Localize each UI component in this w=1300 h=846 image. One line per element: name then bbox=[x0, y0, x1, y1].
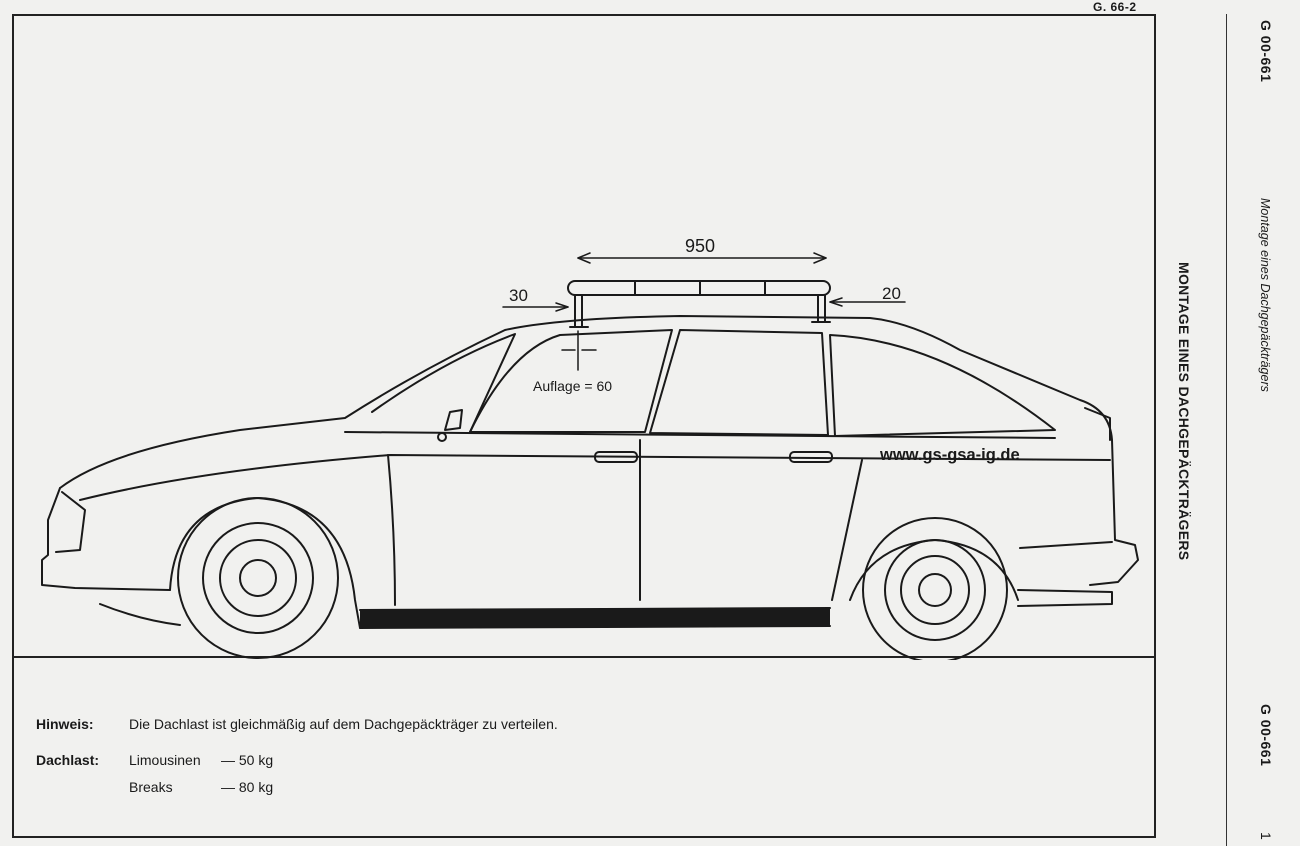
drawing-frame bbox=[12, 14, 1156, 838]
dimension-30-label: 30 bbox=[509, 286, 528, 305]
roof-rack bbox=[567, 280, 831, 328]
load-row-name: Breaks bbox=[129, 779, 173, 795]
dachlast-label: Dachlast: bbox=[36, 752, 100, 768]
car-side-view-drawing bbox=[41, 252, 1139, 660]
load-row-value: — 50 kg bbox=[221, 752, 274, 768]
dimension-lines bbox=[502, 252, 906, 371]
hinweis-label: Hinweis: bbox=[36, 716, 94, 732]
page-reference: G. 66-2 bbox=[1093, 0, 1137, 14]
document-subtitle: Montage eines Dachgepäckträgers bbox=[1258, 198, 1272, 392]
dimension-20-label: 20 bbox=[882, 284, 901, 303]
load-row-name: Limousinen bbox=[129, 752, 201, 768]
document-code-bottom: G 00-661 bbox=[1258, 704, 1274, 767]
door-sill bbox=[360, 608, 830, 628]
rear-wheel bbox=[862, 517, 1008, 660]
dimension-950-label: 950 bbox=[685, 236, 716, 256]
document-code-top: G 00-661 bbox=[1258, 20, 1274, 83]
car-body bbox=[41, 315, 1139, 629]
load-row-value: — 80 kg bbox=[221, 779, 274, 795]
section-divider bbox=[12, 656, 1156, 658]
front-wheel bbox=[177, 497, 339, 659]
document-title: MONTAGE EINES DACHGEPÄCKTRÄGERS bbox=[1176, 262, 1192, 561]
page-number: 1 bbox=[1258, 832, 1274, 840]
website-watermark: www.gs-gsa-ig.de bbox=[880, 446, 1020, 464]
support-label: Auflage = 60 bbox=[533, 378, 613, 394]
margin-line bbox=[1226, 14, 1227, 846]
hinweis-text: Die Dachlast ist gleichmäßig auf dem Dac… bbox=[129, 716, 558, 732]
